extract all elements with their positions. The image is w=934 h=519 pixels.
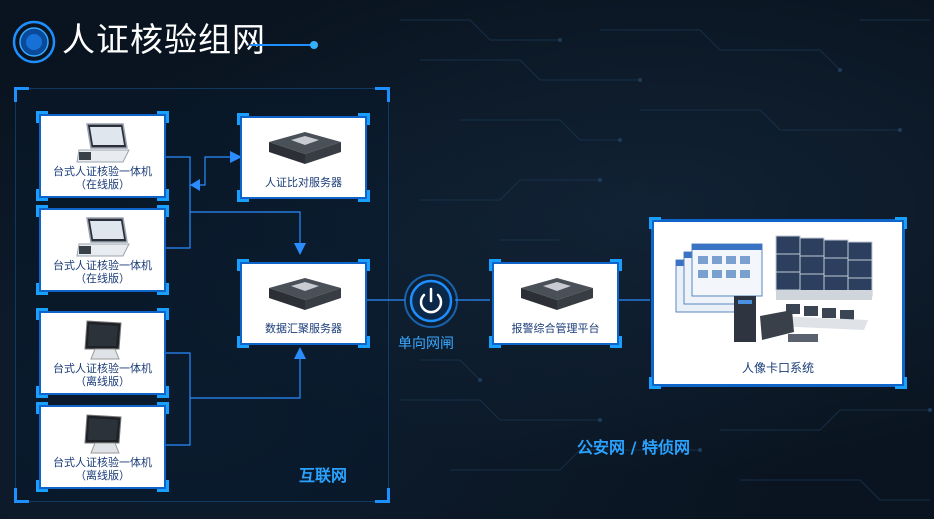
terminal-online-1[interactable]: 台式人证核验一体机 （在线版） bbox=[36, 111, 169, 201]
portrait-system-node[interactable]: 人像卡口系统 bbox=[649, 217, 907, 389]
terminal-label: 台式人证核验一体机 bbox=[53, 456, 152, 469]
tablet-terminal-icon bbox=[83, 320, 122, 360]
server-icon bbox=[520, 278, 593, 310]
police-zone-label: 公安网 / 特侦网 bbox=[577, 438, 690, 457]
alarm-platform-label: 报警综合管理平台 bbox=[511, 322, 600, 335]
alarm-platform-node[interactable]: 报警综合管理平台 bbox=[489, 259, 622, 348]
gateway-label: 单向网闸 bbox=[398, 336, 454, 352]
terminal-label: 台式人证核验一体机 bbox=[53, 259, 152, 272]
terminal-version: （离线版） bbox=[75, 469, 130, 482]
power-icon[interactable] bbox=[403, 273, 459, 329]
title-underline bbox=[250, 41, 318, 49]
monitoring-wall-icon bbox=[675, 235, 873, 342]
terminal-version: （离线版） bbox=[75, 375, 130, 388]
compare-server-node[interactable]: 人证比对服务器 bbox=[237, 113, 370, 202]
portrait-system-label: 人像卡口系统 bbox=[741, 361, 814, 375]
laptop-terminal-icon bbox=[75, 217, 130, 257]
compare-server-label: 人证比对服务器 bbox=[265, 176, 342, 189]
server-icon bbox=[268, 278, 341, 310]
terminal-offline-1[interactable]: 台式人证核验一体机 （离线版） bbox=[36, 308, 169, 398]
terminal-label: 台式人证核验一体机 bbox=[53, 165, 152, 178]
title-badge-icon bbox=[12, 20, 56, 64]
aggregation-server-node[interactable]: 数据汇聚服务器 bbox=[237, 259, 370, 348]
tablet-terminal-icon bbox=[83, 414, 122, 454]
terminal-online-2[interactable]: 台式人证核验一体机 （在线版） bbox=[36, 205, 169, 295]
aggregation-server-label: 数据汇聚服务器 bbox=[265, 322, 342, 335]
laptop-terminal-icon bbox=[75, 123, 130, 163]
page-title: 人证核验组网 bbox=[62, 20, 266, 59]
terminal-label: 台式人证核验一体机 bbox=[53, 362, 152, 375]
terminal-version: （在线版） bbox=[75, 178, 130, 191]
server-icon bbox=[268, 132, 341, 164]
terminal-version: （在线版） bbox=[75, 272, 130, 285]
internet-zone-label: 互联网 bbox=[299, 466, 348, 485]
terminal-offline-2[interactable]: 台式人证核验一体机 （离线版） bbox=[36, 402, 169, 492]
